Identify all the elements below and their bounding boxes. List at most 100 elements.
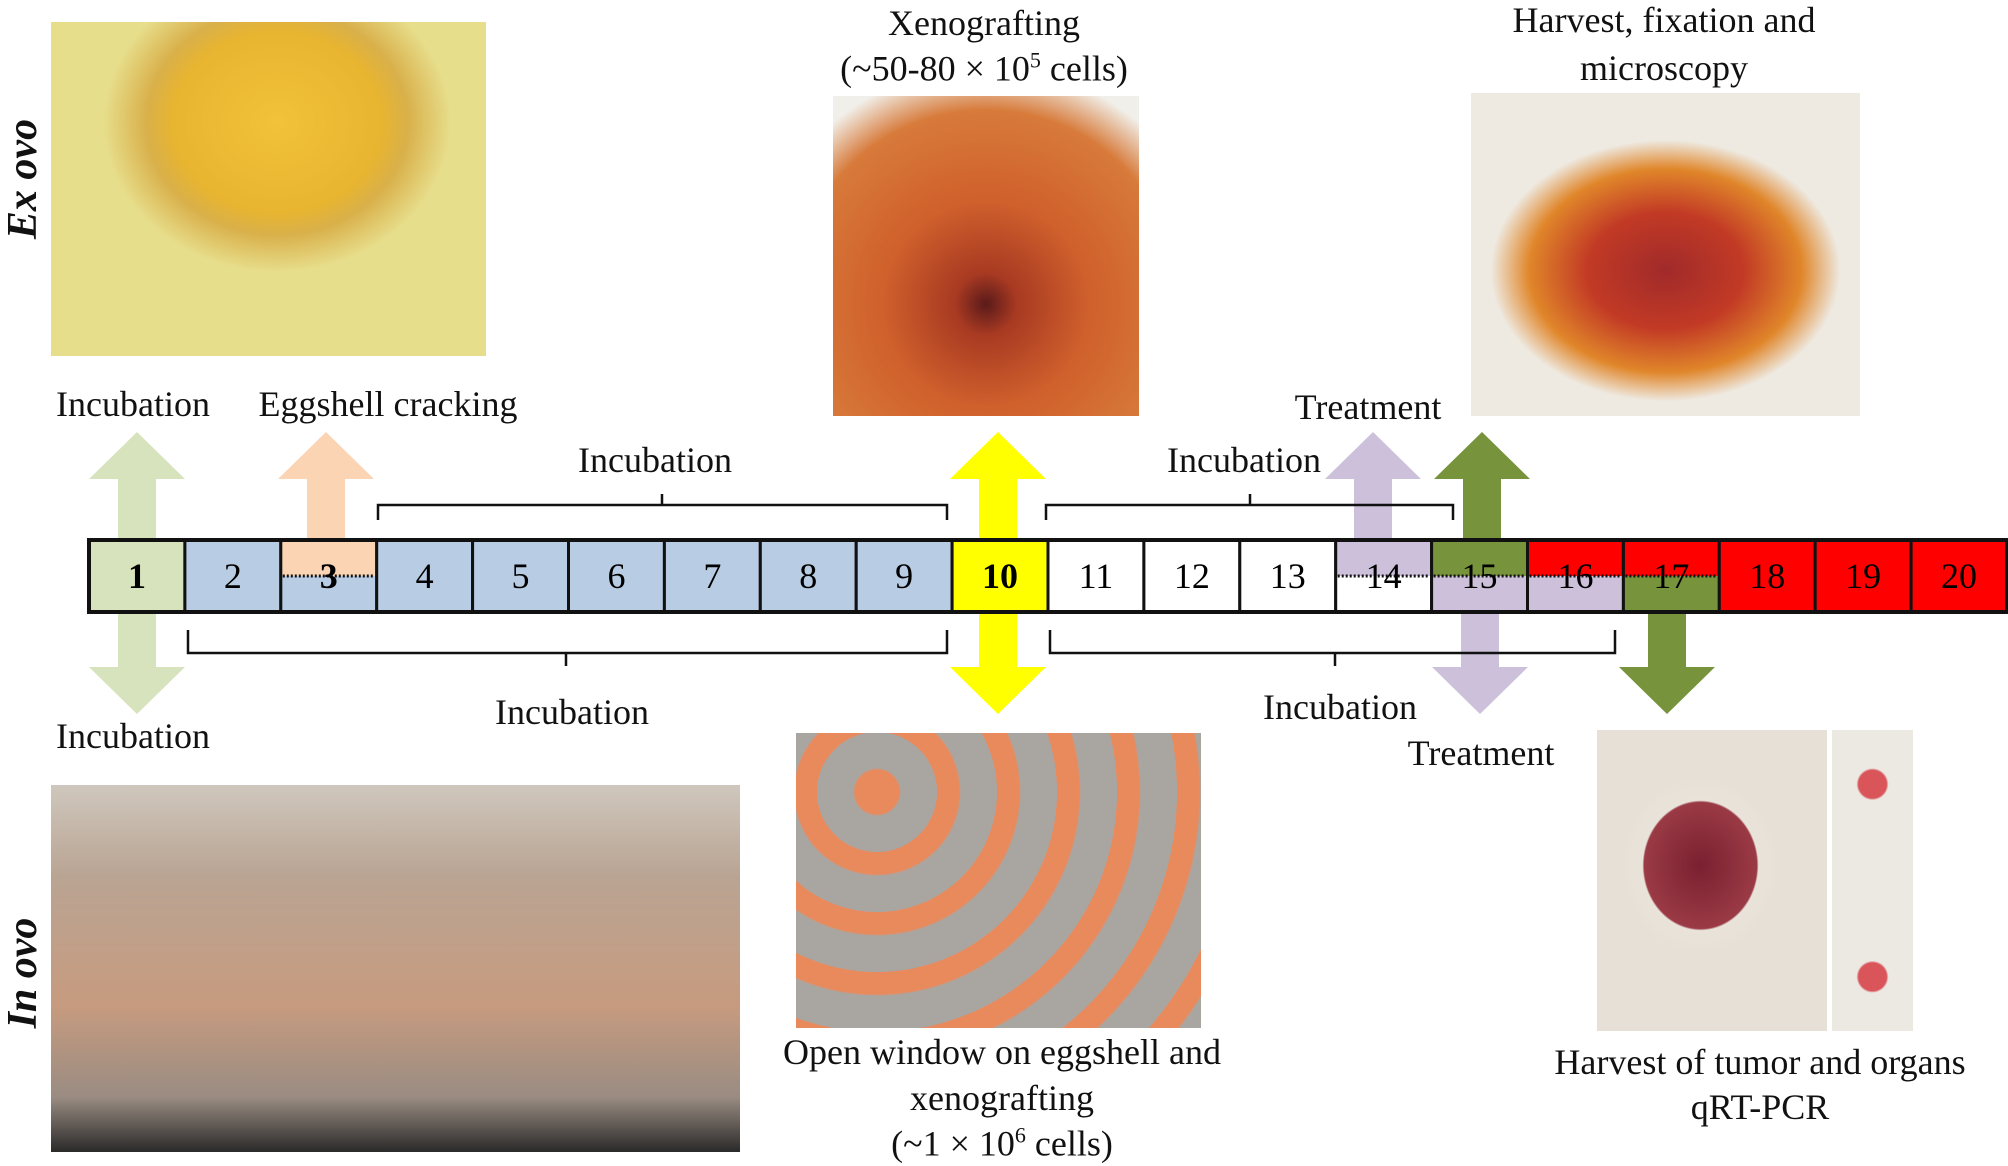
harvest-tumor-caption: Harvest of tumor and organs xyxy=(1554,1042,1966,1082)
cell-bottom-fill xyxy=(1719,576,1816,612)
cell-top-fill xyxy=(856,540,953,576)
incubation-label: Incubation xyxy=(1263,687,1417,727)
cell-top-fill xyxy=(1239,540,1336,576)
cell-bottom-fill xyxy=(1815,576,1912,612)
cell-top-fill xyxy=(472,540,569,576)
bottom-left-brace xyxy=(186,630,949,666)
cell-top-fill xyxy=(376,540,473,576)
incubation-label: Incubation xyxy=(578,440,732,480)
day-cell-18: 18 xyxy=(1717,538,1817,614)
cell-top-fill xyxy=(760,540,857,576)
incubation-label: Incubation xyxy=(1167,440,1321,480)
ex-ovo-label: Ex ovo xyxy=(0,118,46,240)
xenografting-title: Xenografting xyxy=(888,3,1080,43)
day-number: 7 xyxy=(703,556,721,596)
harvest-up-arrow xyxy=(1434,432,1530,538)
day-cell-10: 10 xyxy=(950,538,1050,614)
day-cell-19: 19 xyxy=(1813,538,1913,614)
bottom-right-brace xyxy=(1048,630,1617,666)
day-cell-6: 6 xyxy=(567,538,666,614)
day-cell-11: 11 xyxy=(1046,538,1146,614)
exponent: 6 xyxy=(1014,1122,1026,1148)
ex-ovo-embryo-photo xyxy=(51,22,486,356)
cell-bottom-fill xyxy=(1143,576,1240,612)
day-number: 4 xyxy=(416,556,434,596)
day-cell-12: 12 xyxy=(1142,538,1242,614)
day-number: 2 xyxy=(224,556,242,596)
open-window-caption: Open window on eggshell and xyxy=(783,1032,1221,1072)
treatment-label: Treatment xyxy=(1407,733,1555,773)
cell-bottom-fill xyxy=(664,576,761,612)
cell-top-fill xyxy=(664,540,761,576)
day-number: 15 xyxy=(1462,556,1498,596)
cell-bottom-fill xyxy=(1623,576,1720,612)
cell-top-fill xyxy=(1335,540,1432,576)
day-number: 10 xyxy=(982,556,1018,596)
cell-bottom-fill xyxy=(760,576,857,612)
cell-bottom-fill xyxy=(1239,576,1336,612)
day-number: 8 xyxy=(799,556,817,596)
day-number: 13 xyxy=(1270,556,1306,596)
day-number: 16 xyxy=(1557,556,1593,596)
cell-bottom-fill xyxy=(280,576,377,612)
cell-bottom-fill xyxy=(1527,576,1624,612)
exponent: 5 xyxy=(1029,47,1041,73)
harvest-title: microscopy xyxy=(1580,48,1748,88)
harvest-microscopy-photo xyxy=(1471,93,1860,416)
cells-text: cells) xyxy=(1025,1123,1113,1164)
cell-bottom-fill xyxy=(952,576,1048,612)
cell-top-fill xyxy=(1527,540,1624,576)
cell-bottom-fill xyxy=(1335,576,1432,612)
open-window-caption: xenografting xyxy=(910,1078,1094,1118)
cell-bottom-fill xyxy=(1431,576,1528,612)
day-number: 20 xyxy=(1941,556,1977,596)
day-number: 11 xyxy=(1079,556,1114,596)
cell-top-fill xyxy=(1719,540,1816,576)
cell-bottom-fill xyxy=(376,576,473,612)
in-ovo-label: In ovo xyxy=(0,917,46,1029)
day-number: 17 xyxy=(1653,556,1689,596)
day-number: 3 xyxy=(320,556,338,596)
harvest-title: Harvest, fixation and xyxy=(1512,0,1816,40)
cell-top-fill xyxy=(1623,540,1720,576)
organs-photo xyxy=(1832,730,1913,1031)
cell-top-fill xyxy=(184,540,281,576)
day-cell-20: 20 xyxy=(1909,538,2008,614)
cell-top-fill xyxy=(89,540,185,576)
cell-top-fill xyxy=(952,540,1048,576)
cells-text: cells) xyxy=(1040,48,1128,89)
harvest-down-arrow xyxy=(1619,612,1715,714)
day-cell-17: 17 xyxy=(1621,538,1721,614)
xenografting-cells: (~50-80 × 105 cells) xyxy=(840,47,1128,89)
cells-text: (~1 × 10 xyxy=(891,1123,1015,1164)
egg-tray-photo xyxy=(796,733,1201,1028)
cell-bottom-fill xyxy=(856,576,953,612)
cell-top-fill xyxy=(1431,540,1528,576)
cell-bottom-fill xyxy=(1048,576,1144,612)
xenograft-membrane-photo xyxy=(833,96,1139,416)
day-cell-5: 5 xyxy=(471,538,571,614)
treatment-label: Treatment xyxy=(1294,387,1442,427)
day-number: 18 xyxy=(1749,556,1785,596)
day-number: 12 xyxy=(1174,556,1210,596)
day-cell-2: 2 xyxy=(183,538,283,614)
day-number: 5 xyxy=(512,556,530,596)
day-number: 1 xyxy=(128,556,146,596)
cell-top-fill xyxy=(280,540,377,576)
incubation-label: Incubation xyxy=(495,692,649,732)
harvest-tumor-caption: qRT-PCR xyxy=(1690,1087,1830,1127)
day-cell-14: 14 xyxy=(1334,538,1434,614)
tumor-egg-photo xyxy=(1597,730,1827,1031)
in-ovo-incubator-photo xyxy=(51,785,740,1152)
incubation-label: Incubation xyxy=(56,716,210,756)
cell-bottom-fill xyxy=(568,576,665,612)
cell-top-fill xyxy=(1815,540,1912,576)
cell-top-fill xyxy=(1143,540,1240,576)
cell-bottom-fill xyxy=(1911,576,2007,612)
day-cell-8: 8 xyxy=(758,538,858,614)
day-number: 9 xyxy=(895,556,913,596)
cell-top-fill xyxy=(568,540,665,576)
day-cell-13: 13 xyxy=(1238,538,1338,614)
day-cell-4: 4 xyxy=(375,538,475,614)
